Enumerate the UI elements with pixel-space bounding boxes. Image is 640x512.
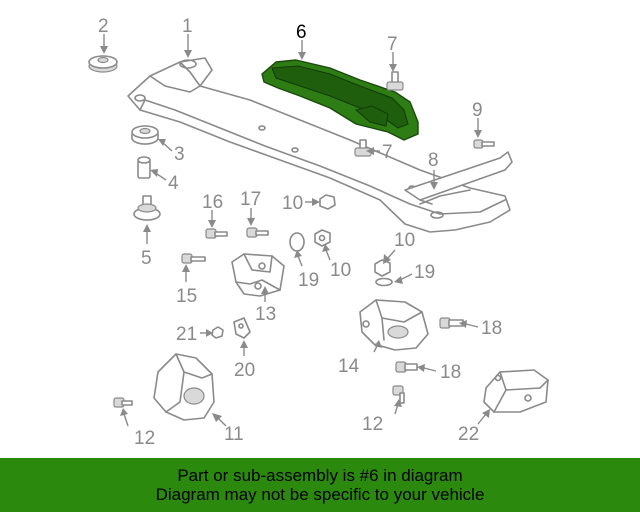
info-banner: Part or sub-assembly is #6 in diagram Di… bbox=[0, 458, 640, 512]
callout-10-c: 10 bbox=[394, 230, 415, 251]
callout-19-a: 19 bbox=[298, 270, 319, 291]
callout-1: 1 bbox=[182, 16, 193, 37]
nut-part-10-b[interactable] bbox=[314, 229, 331, 247]
mount-part-14[interactable] bbox=[359, 299, 429, 351]
bushing-part-3[interactable] bbox=[131, 125, 159, 145]
clip-part-20[interactable] bbox=[233, 317, 251, 339]
callout-12-b: 12 bbox=[134, 428, 155, 449]
callout-6: 6 bbox=[296, 22, 307, 43]
nut-part-10-c[interactable] bbox=[374, 259, 391, 277]
callout-21: 21 bbox=[176, 324, 197, 345]
callout-7-upper: 7 bbox=[387, 34, 398, 55]
bracket-part-13[interactable] bbox=[231, 253, 285, 297]
callout-labels: 1 2 6 7 9 3 4 5 7 8 10 16 17 15 19 10 10… bbox=[98, 16, 502, 449]
callout-14: 14 bbox=[338, 356, 360, 377]
callout-15: 15 bbox=[176, 286, 197, 307]
callout-4: 4 bbox=[168, 173, 179, 194]
callout-2: 2 bbox=[98, 16, 109, 37]
mount-part-5[interactable] bbox=[133, 195, 161, 221]
bolt-part-12-a[interactable] bbox=[392, 385, 405, 404]
callout-12-a: 12 bbox=[362, 414, 383, 435]
bolt-part-16[interactable] bbox=[205, 228, 228, 239]
callout-5: 5 bbox=[141, 248, 152, 269]
banner-line-2: Diagram may not be specific to your vehi… bbox=[155, 485, 485, 504]
leader-lines bbox=[100, 34, 490, 427]
bolt-part-15[interactable] bbox=[181, 253, 206, 264]
callout-9: 9 bbox=[472, 100, 483, 121]
callout-3: 3 bbox=[174, 144, 185, 165]
callout-13: 13 bbox=[255, 304, 276, 325]
washer-part-2[interactable] bbox=[88, 55, 118, 73]
bolt-part-12-b[interactable] bbox=[113, 397, 133, 408]
bolt-part-18-a[interactable] bbox=[439, 317, 464, 329]
highlighted-part-6[interactable] bbox=[261, 59, 419, 141]
callout-17: 17 bbox=[240, 189, 261, 210]
bolt-part-7-lower[interactable] bbox=[354, 139, 372, 157]
bolt-part-17[interactable] bbox=[246, 227, 269, 238]
sleeve-part-4[interactable] bbox=[137, 156, 151, 179]
parts-diagram: 1 2 6 7 9 3 4 5 7 8 10 16 17 15 19 10 10… bbox=[88, 16, 549, 449]
callout-16: 16 bbox=[202, 192, 223, 213]
callout-20: 20 bbox=[234, 360, 255, 381]
callout-7-lower: 7 bbox=[382, 142, 393, 163]
nut-part-10-a[interactable] bbox=[319, 194, 336, 210]
nut-part-21[interactable] bbox=[211, 326, 224, 339]
callout-8: 8 bbox=[428, 150, 439, 171]
mount-part-11[interactable] bbox=[153, 353, 215, 421]
callout-11: 11 bbox=[224, 424, 244, 445]
callout-18-b: 18 bbox=[440, 362, 461, 383]
callout-18-a: 18 bbox=[481, 318, 502, 339]
bolt-part-7-upper[interactable] bbox=[386, 71, 404, 91]
bolt-part-18-b[interactable] bbox=[395, 361, 418, 373]
mount-part-22[interactable] bbox=[483, 369, 549, 413]
callout-10-b: 10 bbox=[330, 260, 351, 281]
banner-line-1: Part or sub-assembly is #6 in diagram bbox=[177, 466, 463, 485]
ring-part-19-b[interactable] bbox=[375, 277, 393, 287]
callout-22: 22 bbox=[458, 424, 479, 445]
ring-part-19-a[interactable] bbox=[289, 232, 305, 252]
callout-10-a: 10 bbox=[282, 193, 303, 214]
bracket-part-8[interactable] bbox=[404, 151, 513, 205]
callout-19-b: 19 bbox=[414, 262, 435, 283]
bolt-part-9[interactable] bbox=[473, 139, 495, 149]
